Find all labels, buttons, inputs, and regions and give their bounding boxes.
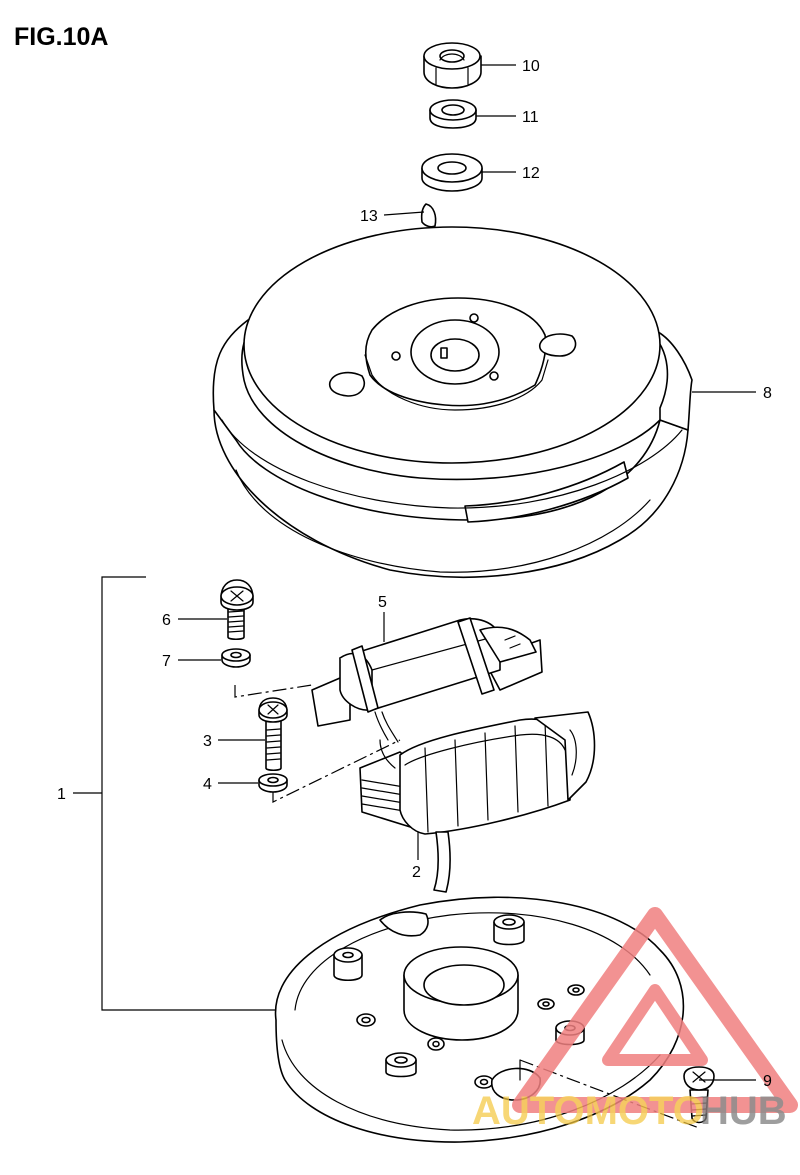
stator-boss-4 <box>385 1052 417 1078</box>
part-2-charge-coil <box>359 711 596 893</box>
part-12-washer <box>421 153 483 192</box>
part-13-key <box>420 203 437 228</box>
stator-boss-1 <box>493 914 525 946</box>
callout-3: 3 <box>203 733 212 750</box>
callout-6: 6 <box>162 612 171 629</box>
callout-8: 8 <box>763 385 772 402</box>
part-4-washer <box>258 773 288 793</box>
part-3-screw <box>258 697 288 772</box>
stator-boss-2 <box>333 947 363 982</box>
watermark-triangle-inner <box>602 984 708 1066</box>
callout-4: 4 <box>203 776 212 793</box>
watermark-triangle-outer <box>512 907 798 1113</box>
callout-7: 7 <box>162 653 171 670</box>
figure-title: FIG.10A <box>14 23 108 51</box>
part-8-flywheel <box>212 226 693 578</box>
part-6-screw <box>220 579 254 641</box>
watermark-text-hub: HUB <box>700 1089 787 1133</box>
callout-13: 13 <box>360 208 378 225</box>
automotohub-watermark: AUTOMOTO HUB <box>472 907 798 1133</box>
callout-2: 2 <box>412 864 421 881</box>
callout-5: 5 <box>378 594 387 611</box>
part-5-pulser-coil <box>311 617 543 743</box>
part-7-washer <box>221 648 251 668</box>
part-10-nut <box>423 42 482 89</box>
watermark-text-automoto: AUTOMOTO <box>472 1089 704 1133</box>
callout-12: 12 <box>522 165 540 182</box>
part-11-lock-washer <box>429 99 477 129</box>
callout-11: 11 <box>522 109 539 126</box>
callout-1: 1 <box>57 786 66 803</box>
callout-10: 10 <box>522 58 540 75</box>
callout-9: 9 <box>763 1073 772 1090</box>
callout-labels: 10 11 12 13 8 5 6 7 3 4 1 2 9 <box>57 58 772 1090</box>
